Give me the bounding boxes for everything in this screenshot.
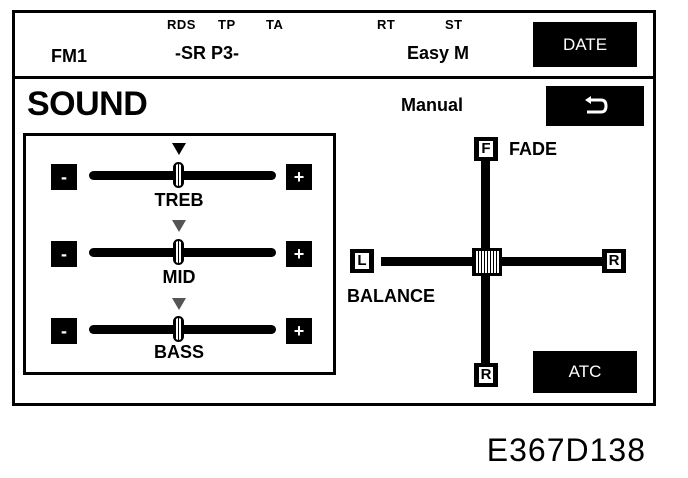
mid-slider-knob[interactable]	[173, 239, 184, 265]
front-key-label: F	[477, 139, 495, 159]
ta-indicator: TA	[266, 17, 284, 32]
header-divider	[15, 76, 653, 79]
date-button[interactable]: DATE	[533, 22, 637, 67]
fader-balance-knob[interactable]	[472, 248, 502, 276]
treble-slider-knob[interactable]	[173, 162, 184, 188]
station-name: -SR P3-	[175, 43, 240, 63]
front-button[interactable]: F	[474, 137, 498, 161]
right-key-label: R	[605, 251, 623, 271]
bass-slider-knob[interactable]	[173, 316, 184, 342]
mid-default-marker	[172, 220, 186, 232]
figure-code: E367D138	[486, 432, 646, 468]
bass-minus-button[interactable]: -	[51, 318, 77, 344]
balance-label: BALANCE	[347, 286, 435, 306]
mode-label: Manual	[401, 95, 464, 115]
program-type: Easy M	[407, 43, 470, 63]
mid-label: MID	[162, 267, 196, 287]
left-button[interactable]: L	[350, 249, 374, 273]
right-button[interactable]: R	[602, 249, 626, 273]
rt-indicator: RT	[377, 17, 396, 32]
band-label: FM1	[51, 46, 87, 66]
bass-default-marker	[172, 298, 186, 310]
page-title: SOUND	[27, 85, 148, 123]
mid-plus-button[interactable]: +	[286, 241, 312, 267]
tp-indicator: TP	[218, 17, 236, 32]
treble-label: TREB	[154, 190, 204, 210]
rear-button[interactable]: R	[474, 363, 498, 387]
atc-button[interactable]: ATC	[533, 351, 637, 393]
tone-panel: - + TREB - + MID - + BASS	[23, 133, 336, 375]
rds-indicator: RDS	[167, 17, 196, 32]
mid-minus-button[interactable]: -	[51, 241, 77, 267]
left-key-label: L	[353, 251, 371, 271]
rear-key-label: R	[477, 365, 495, 385]
fade-label: FADE	[509, 139, 558, 159]
treble-plus-button[interactable]: +	[286, 164, 312, 190]
st-indicator: ST	[445, 17, 463, 32]
return-arrow-icon	[585, 96, 608, 114]
treble-default-marker	[172, 143, 186, 155]
audio-display: RDS TP TA RT ST FM1 -SR P3- Easy M DATE …	[12, 10, 656, 406]
treble-minus-button[interactable]: -	[51, 164, 77, 190]
back-button[interactable]	[546, 86, 644, 126]
bass-label: BASS	[153, 342, 204, 362]
bass-plus-button[interactable]: +	[286, 318, 312, 344]
